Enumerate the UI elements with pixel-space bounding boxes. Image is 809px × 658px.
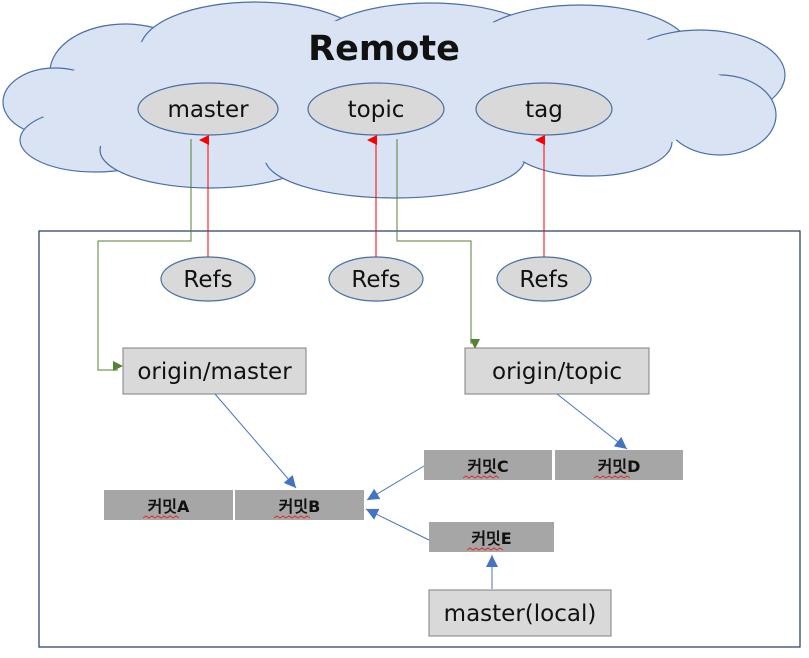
commit-b: 커밋B bbox=[235, 490, 364, 520]
master-local-box: master(local) bbox=[428, 589, 612, 637]
remote-title: Remote bbox=[308, 29, 460, 69]
remote-ref-topic: topic bbox=[307, 82, 445, 136]
spellcheck-underline bbox=[462, 475, 500, 479]
commit-d-label: 커밋D bbox=[598, 457, 641, 476]
arrow-commit-e-to-commit-b bbox=[365, 508, 430, 541]
spellcheck-underline bbox=[142, 515, 180, 519]
arrow-commit-c-to-commit-b bbox=[366, 465, 425, 501]
origin-master-label: origin/master bbox=[137, 359, 292, 385]
refs-label-3: Refs bbox=[519, 267, 568, 293]
arrow-master-to-origin-master bbox=[97, 139, 192, 371]
commit-a: 커밋A bbox=[104, 490, 233, 520]
commit-c: 커밋C bbox=[424, 450, 552, 480]
refs-node-3: Refs bbox=[496, 256, 592, 302]
arrow-origin-topic-to-commit-d bbox=[556, 393, 628, 450]
refs-label-1: Refs bbox=[183, 267, 232, 293]
spellcheck-underline bbox=[466, 547, 504, 551]
arrow-origin-master-to-commit-b bbox=[214, 393, 297, 489]
spellcheck-underline bbox=[273, 515, 311, 519]
commit-b-label: 커밋B bbox=[279, 497, 321, 516]
commit-e-label: 커밋E bbox=[471, 529, 511, 548]
commit-c-label: 커밋C bbox=[467, 457, 508, 476]
origin-master-box: origin/master bbox=[122, 347, 307, 395]
refs-label-2: Refs bbox=[351, 267, 400, 293]
local-repository-frame bbox=[38, 230, 801, 648]
remote-ref-tag: tag bbox=[475, 82, 613, 136]
arrow-topic-to-origin-topic bbox=[396, 139, 480, 349]
remote-ref-master: master bbox=[137, 82, 279, 136]
remote-ref-tag-label: tag bbox=[525, 97, 563, 123]
origin-topic-label: origin/topic bbox=[492, 359, 622, 385]
commit-d: 커밋D bbox=[555, 450, 683, 480]
remote-ref-topic-label: topic bbox=[348, 97, 405, 123]
refs-node-1: Refs bbox=[160, 256, 256, 302]
commit-a-label: 커밋A bbox=[148, 497, 190, 516]
spellcheck-underline bbox=[593, 475, 631, 479]
master-local-label: master(local) bbox=[444, 601, 597, 627]
origin-topic-box: origin/topic bbox=[464, 347, 650, 395]
commit-e: 커밋E bbox=[429, 522, 554, 552]
refs-node-2: Refs bbox=[328, 256, 424, 302]
remote-ref-master-label: master bbox=[167, 97, 249, 123]
